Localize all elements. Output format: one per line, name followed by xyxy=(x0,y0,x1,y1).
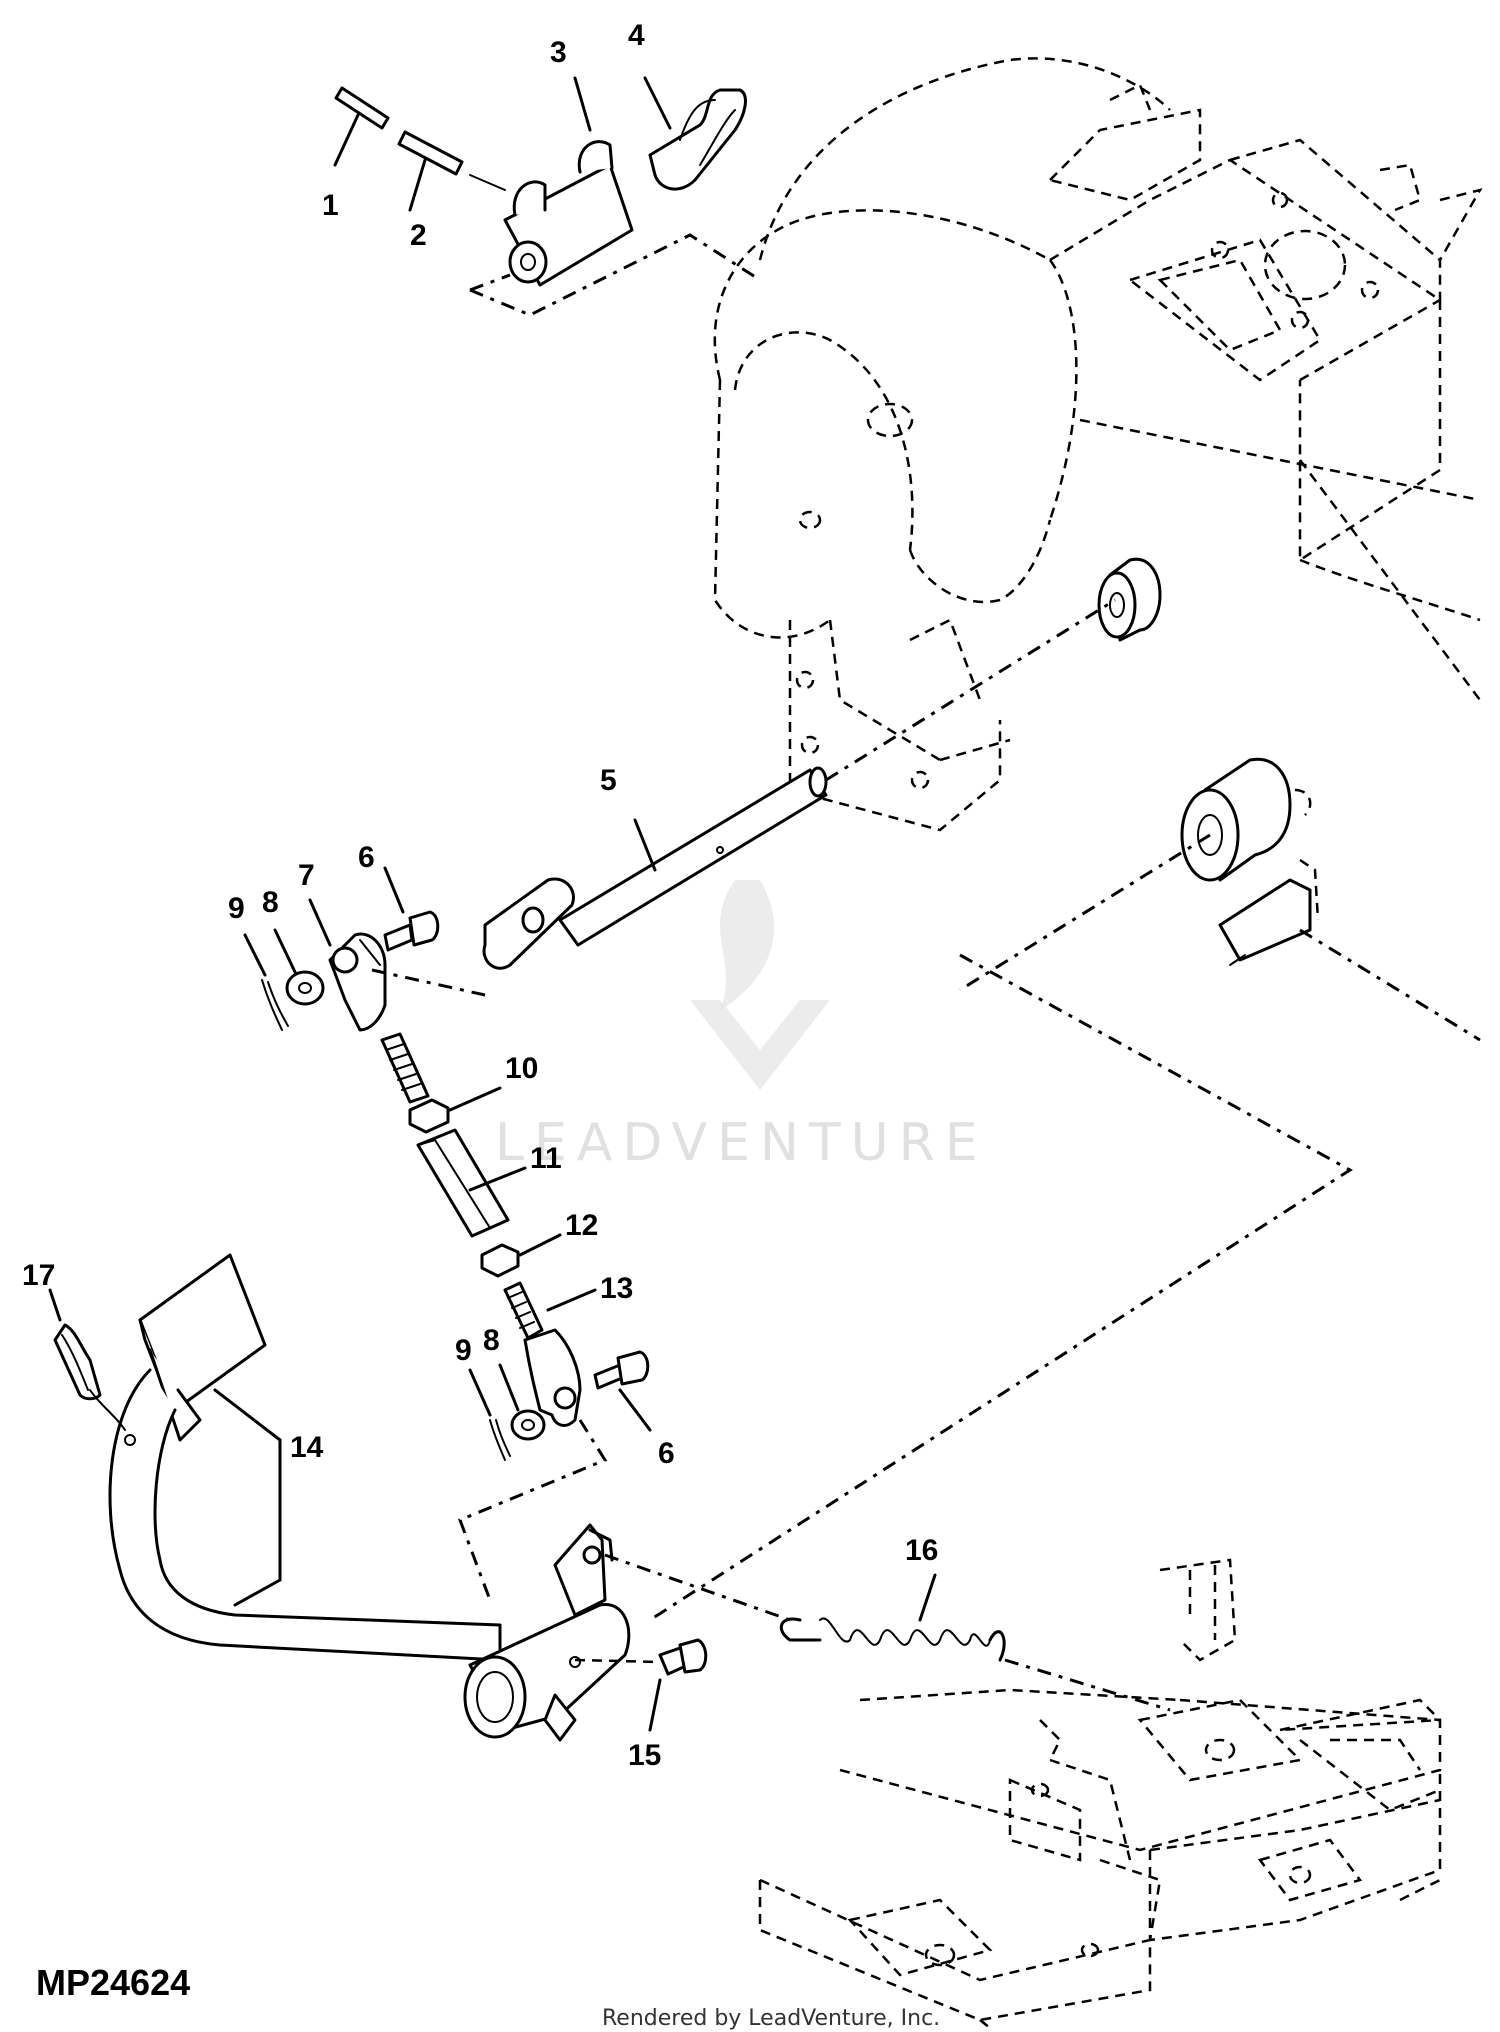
shaft-5 xyxy=(482,598,1116,970)
callouts: 1 2 3 4 5 6 7 8 9 10 11 12 13 9 8 6 17 1… xyxy=(22,19,938,1772)
pin-2 xyxy=(397,130,464,212)
leader-yoke-bottom xyxy=(469,273,511,292)
clevis-13 xyxy=(503,1281,597,1427)
threaded-rod-upper xyxy=(380,1032,430,1104)
pedal-14 xyxy=(108,1253,631,1742)
leader-clevis-to-pedal xyxy=(458,1419,608,1601)
callout-6-upper: 6 xyxy=(358,841,375,874)
fitting-15 xyxy=(574,1638,708,1732)
callout-8-upper: 8 xyxy=(262,886,279,919)
callout-2: 2 xyxy=(410,219,427,252)
callout-8-lower: 8 xyxy=(483,1324,500,1357)
callout-5: 5 xyxy=(600,764,617,797)
callout-1: 1 xyxy=(322,189,339,222)
diagram-code: MP24624 xyxy=(36,1962,190,2003)
clip-4 xyxy=(643,76,747,191)
housing-bushing xyxy=(1097,557,1162,642)
bracket-bushing xyxy=(959,757,1481,1042)
callout-16: 16 xyxy=(905,1534,938,1567)
turnbuckle-11 xyxy=(416,1128,527,1238)
watermark: LEADVENTURE xyxy=(495,880,988,1173)
transmission-housing xyxy=(713,57,1483,832)
callout-9-upper: 9 xyxy=(228,892,245,925)
clip-17 xyxy=(48,1288,136,1446)
bolt-6a xyxy=(383,866,440,952)
clevis-7 xyxy=(308,898,486,1032)
callout-6-lower: 6 xyxy=(658,1437,675,1470)
credit-text: Rendered by LeadVenture, Inc. xyxy=(602,2006,940,2031)
washer-8b xyxy=(498,1363,546,1441)
callout-15: 15 xyxy=(628,1739,661,1772)
leader-bracket-to-pedal xyxy=(649,953,1353,1622)
cotter-9b xyxy=(468,1368,511,1461)
callout-4: 4 xyxy=(628,19,645,52)
leader-yoke-to-housing xyxy=(469,233,761,317)
callout-13: 13 xyxy=(600,1272,633,1305)
callout-3: 3 xyxy=(550,36,567,69)
nut-12 xyxy=(480,1233,562,1278)
callout-11: 11 xyxy=(530,1142,562,1175)
spring-16 xyxy=(604,1553,1171,1712)
callout-14: 14 xyxy=(290,1431,324,1464)
nut-10 xyxy=(408,1086,502,1134)
callout-12: 12 xyxy=(565,1209,598,1242)
callout-10: 10 xyxy=(505,1052,538,1085)
bolt-6b xyxy=(593,1350,652,1432)
callout-7: 7 xyxy=(298,859,315,892)
callout-9-lower: 9 xyxy=(455,1334,472,1367)
callout-17: 17 xyxy=(22,1259,55,1292)
pin-1 xyxy=(333,86,390,167)
washer-8a xyxy=(273,928,325,1006)
frame xyxy=(758,1558,1442,2029)
watermark-text: LEADVENTURE xyxy=(495,1113,988,1173)
cotter-9a xyxy=(243,933,289,1031)
yoke-3 xyxy=(469,76,634,287)
